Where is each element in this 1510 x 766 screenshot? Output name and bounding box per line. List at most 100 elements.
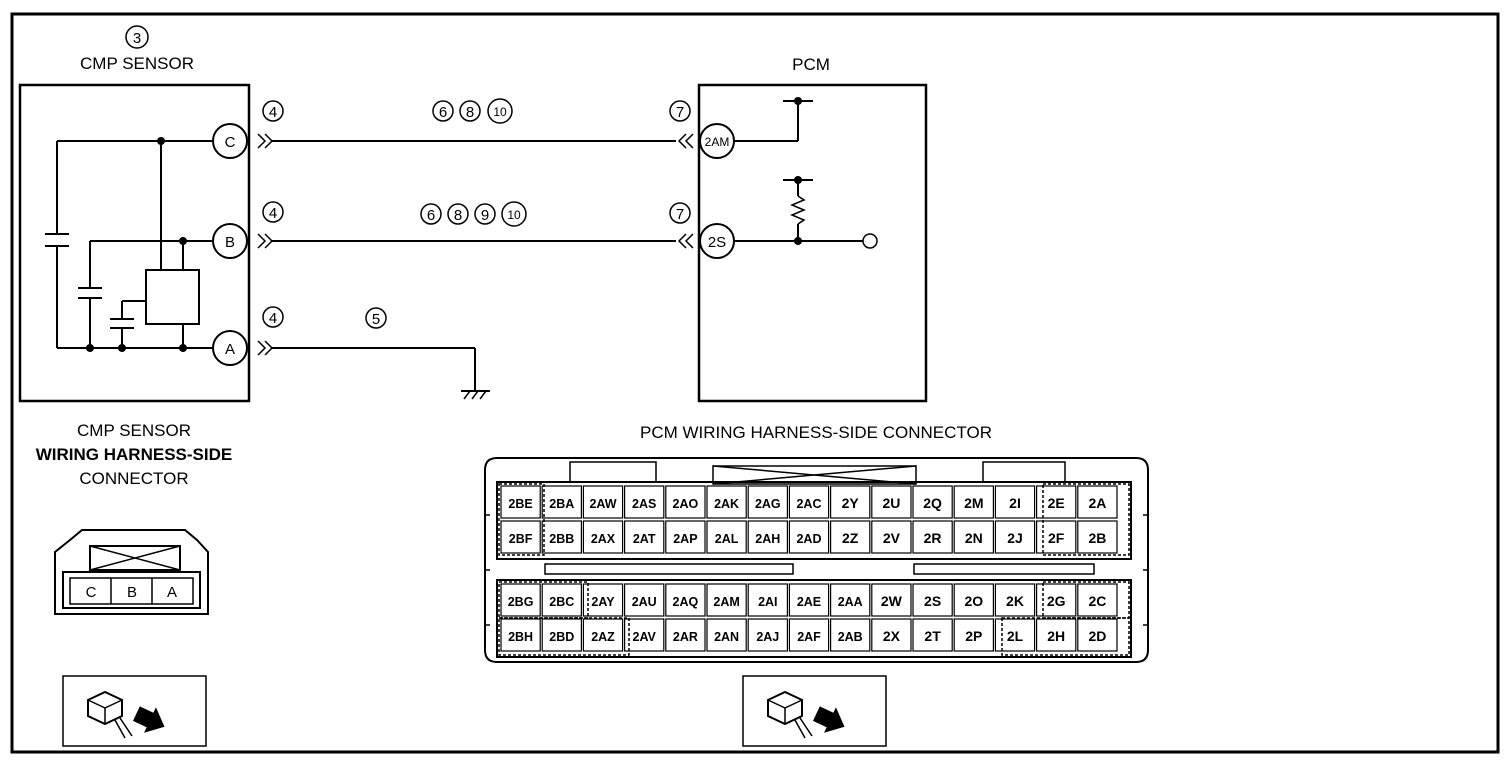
- pcm-pin-cell: [623, 520, 665, 554]
- pcm-pin-label-2l: 2L: [1007, 628, 1024, 644]
- pcm-pin-cell: [829, 485, 871, 519]
- cmp-connector-title-line3: CONNECTOR: [79, 469, 188, 488]
- pcm-pin-cell: [829, 583, 871, 617]
- pcm-pin-cell: [912, 485, 953, 519]
- pcm-pin-cell: [665, 583, 706, 617]
- pcm-pin-label-2g: 2G: [1047, 593, 1066, 609]
- pcm-pin-cell: [912, 583, 953, 617]
- pcm-pin-cell: [1035, 485, 1077, 519]
- pcm-pin-label-2u: 2U: [882, 495, 900, 511]
- pcm-pin-label-2ab: 2AB: [838, 630, 863, 644]
- pcm-pin-cell: [1077, 485, 1118, 519]
- pcm-pin-cell: [994, 583, 1036, 617]
- pcm-pin-cell: [871, 583, 912, 617]
- pcm-pin-label-2i: 2I: [1009, 495, 1021, 511]
- pcm-pin-cell: [871, 618, 912, 652]
- callout-8: 8: [454, 207, 462, 224]
- pcm-pin-label-2o: 2O: [964, 593, 983, 609]
- pcm-pin-label-2p: 2P: [965, 628, 982, 644]
- pcm-pin-label-2t: 2T: [924, 628, 941, 644]
- pcm-pin-cell: [500, 485, 541, 519]
- pcm-pin-cell: [788, 520, 830, 554]
- cmp-conn-pin-a: A: [167, 584, 177, 601]
- cmp-sensor-box: [18, 83, 251, 403]
- pcm-pin-label-2am: 2AM: [713, 595, 739, 609]
- pcm-pin-cell: [665, 485, 706, 519]
- pcm-pin-cell: [706, 485, 747, 519]
- pcm-pin-label-2b: 2B: [1088, 530, 1106, 546]
- pcm-pin-cell: [747, 520, 789, 554]
- pcm-pin-cell: [582, 485, 624, 519]
- cmp-sensor-internal-circuit: [45, 137, 212, 352]
- pcm-pin-label-2aw: 2AW: [589, 497, 616, 511]
- cmp-connector-title-line2: WIRING HARNESS-SIDE: [36, 445, 232, 464]
- pcm-pin-cell: [1035, 583, 1077, 617]
- pcm-pin-cell: [788, 583, 830, 617]
- pcm-pin-cell: [623, 618, 665, 652]
- pcm-pin-label-2al: 2AL: [715, 532, 739, 546]
- cmp-connector-title-line1: CMP SENSOR: [77, 421, 191, 440]
- pcm-pin-label-2aa: 2AA: [838, 595, 863, 609]
- pcm-pin-label-2r: 2R: [924, 530, 942, 546]
- pcm-pin-cell: [871, 485, 912, 519]
- pcm-pin-label-2bb: 2BB: [549, 532, 574, 546]
- pcm-pin-cell: [706, 618, 747, 652]
- cmp-pin-c-circle: [212, 123, 248, 159]
- pcm-pin-cell: [788, 485, 830, 519]
- cmp-pin-b-circle: [212, 223, 248, 259]
- pcm-pin-label-2a: 2A: [1088, 495, 1106, 511]
- pcm-pin-label-2j: 2J: [1007, 530, 1023, 546]
- callout-4-circle: [262, 201, 284, 223]
- pcm-pin-label-2au: 2AU: [632, 595, 657, 609]
- callout-7: 7: [676, 104, 684, 121]
- pcm-pin-label-2ad: 2AD: [796, 532, 821, 546]
- pcm-pin-label-2m: 2M: [964, 495, 983, 511]
- pcm-pin-cell: [953, 583, 995, 617]
- pcm-pin-cell: [1035, 520, 1077, 554]
- callout-6: 6: [427, 207, 435, 224]
- callout-5-circle: [365, 307, 387, 329]
- pcm-pin-label-2as: 2AS: [632, 497, 656, 511]
- pcm-title: PCM: [792, 55, 830, 74]
- pcm-pin-cell: [912, 618, 953, 652]
- pcm-pin-cell: [953, 485, 995, 519]
- pcm-pin-cell: [706, 520, 747, 554]
- callout-4-circle: [262, 306, 284, 328]
- pcm-pin-label-2ai: 2AI: [758, 595, 777, 609]
- pcm-pin-cell: [829, 618, 871, 652]
- pcm-internal-circuit: [734, 97, 878, 249]
- pcm-pin-label-2h: 2H: [1047, 628, 1065, 644]
- pcm-pin-cell: [953, 520, 995, 554]
- callout-6: 6: [439, 104, 447, 121]
- pcm-pin-label-2ap: 2AP: [673, 532, 697, 546]
- pcm-pin-cell: [1077, 520, 1118, 554]
- callout-3-circle: [125, 25, 149, 49]
- pcm-pin-cell: [541, 583, 583, 617]
- pcm-pin-cell: [582, 520, 624, 554]
- pcm-pin-label-2q: 2Q: [923, 495, 942, 511]
- pcm-pin-label-2aj: 2AJ: [756, 630, 779, 644]
- pcm-pin-label-2d: 2D: [1088, 628, 1106, 644]
- callout-10: 10: [493, 105, 507, 119]
- pcm-pin-label-2k: 2K: [1006, 593, 1024, 609]
- pcm-pin-label-2s: 2S: [924, 593, 941, 609]
- pcm-pin-cell: [953, 618, 995, 652]
- pcm-pin-label-2ar: 2AR: [673, 630, 698, 644]
- pcm-pin-label-2ac: 2AC: [796, 497, 821, 511]
- pcm-pin-label-2af: 2AF: [797, 630, 821, 644]
- pcm-connector-title: PCM WIRING HARNESS-SIDE CONNECTOR: [640, 423, 992, 442]
- pcm-pin-label-2y: 2Y: [842, 495, 860, 511]
- callout-4: 4: [269, 205, 277, 222]
- pcm-pin-cell: [788, 618, 830, 652]
- pcm-pin-label-2z: 2Z: [842, 530, 859, 546]
- pcm-pin-cell: [747, 583, 789, 617]
- pcm-pin-2am: 2AM: [705, 135, 730, 149]
- pcm-pin-cell: [665, 618, 706, 652]
- pcm-pin-cell: [871, 520, 912, 554]
- pcm-pin-label-2aq: 2AQ: [673, 595, 699, 609]
- callout-5: 5: [372, 311, 380, 328]
- pcm-pin-2s: 2S: [708, 234, 726, 251]
- pcm-pin-cell: [1077, 618, 1118, 652]
- pcm-pin-label-2bd: 2BD: [549, 630, 574, 644]
